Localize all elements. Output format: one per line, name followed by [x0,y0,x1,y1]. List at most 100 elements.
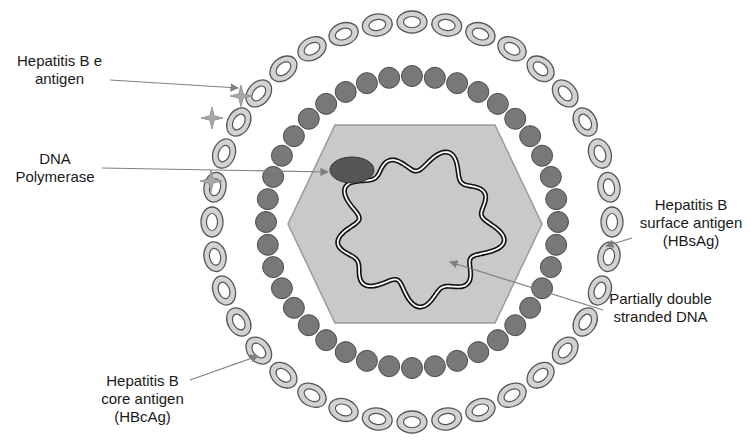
core-protein [447,350,468,371]
core-protein [271,145,292,166]
surface-protein-hole [531,59,551,78]
surface-protein-body [494,32,531,66]
surface-protein-hole [602,178,616,197]
surface-protein-hole [334,26,354,42]
surface-protein [209,273,240,309]
core-protein [546,189,567,210]
core-protein [468,81,489,102]
surface-protein [397,11,427,33]
core-protein [424,356,445,377]
core-protein [271,278,292,299]
surface-protein-body [222,104,256,141]
callout-label: Hepatitis B e antigen [12,52,107,88]
surface-protein [265,357,302,393]
surface-protein [202,171,229,204]
surface-protein-body [568,104,602,141]
surface-protein [326,394,362,425]
polymerase-blob [330,157,374,183]
surface-protein-hole [531,366,551,385]
leader-line [606,238,632,246]
surface-protein-hole [216,144,232,164]
surface-protein [222,104,256,141]
core-protein [356,73,377,94]
surface-protein-body [222,304,256,341]
core-protein [402,66,423,87]
core-protein [298,315,319,336]
surface-protein-hole [334,402,354,418]
core-protein [487,93,508,114]
surface-protein [241,332,277,369]
core-protein [487,330,508,351]
core-protein [532,145,553,166]
surface-protein [522,51,559,87]
surface-protein-hole [437,412,456,426]
surface-protein-hole [576,312,594,332]
surface-protein-body [494,378,531,412]
surface-protein-body [294,32,331,66]
surface-protein [430,12,463,39]
surface-protein-body [547,75,583,112]
leader-line [190,356,258,380]
surface-protein-hole [602,247,616,266]
surface-protein [209,136,240,172]
surface-protein [397,411,427,433]
surface-protein-hole [592,144,608,164]
surface-protein-body [241,75,277,112]
surface-protein [361,406,394,433]
callout-label: Hepatitis B surface antigen (HBsAg) [634,196,748,250]
surface-protein-body [522,357,559,393]
surface-protein-body [601,207,623,237]
surface-protein-hole [556,83,575,103]
core-protein [505,315,526,336]
core-protein [379,356,400,377]
surface-protein-body [547,332,583,369]
core-protein [540,166,561,187]
surface-protein-hole [230,112,248,132]
surface-protein-body [202,240,229,273]
surface-protein [463,19,499,50]
surface-protein-hole [471,402,491,418]
leader-line [110,80,238,88]
leader-line [450,262,603,310]
surface-protein [494,378,531,412]
e-antigen-star [200,170,222,192]
surface-protein-hole [502,386,522,404]
surface-protein [547,332,583,369]
surface-protein [361,12,394,39]
core-protein [316,330,337,351]
core-protein [257,234,278,255]
surface-protein-body [522,51,559,87]
surface-protein-body [209,273,240,309]
surface-protein-hole [249,83,268,103]
surface-protein [265,51,302,87]
surface-protein [547,75,583,112]
core-protein [283,126,304,147]
core-protein [402,358,423,379]
surface-protein-hole [404,417,421,428]
surface-protein [326,19,362,50]
surface-protein-body [397,11,427,33]
core-protein [335,81,356,102]
core-protein [316,93,337,114]
core-protein [256,212,277,233]
core-protein [505,108,526,129]
surface-protein [202,240,229,273]
surface-protein-body [430,406,463,433]
surface-protein [222,304,256,341]
surface-protein-body [201,207,223,237]
core-protein [540,257,561,278]
surface-protein-body [326,19,362,50]
surface-protein-hole [404,17,421,28]
surface-protein [522,357,559,393]
core-protein [424,67,445,88]
surface-protein-body [326,394,362,425]
surface-protein-body [265,357,302,393]
core-protein [356,350,377,371]
surface-protein-body [294,378,331,412]
core-protein [335,342,356,363]
core-protein [283,297,304,318]
surface-protein-hole [437,18,456,32]
callout-label: Hepatitis B core antigen (HBcAg) [90,372,195,426]
core-protein [468,342,489,363]
surface-protein [596,171,623,204]
